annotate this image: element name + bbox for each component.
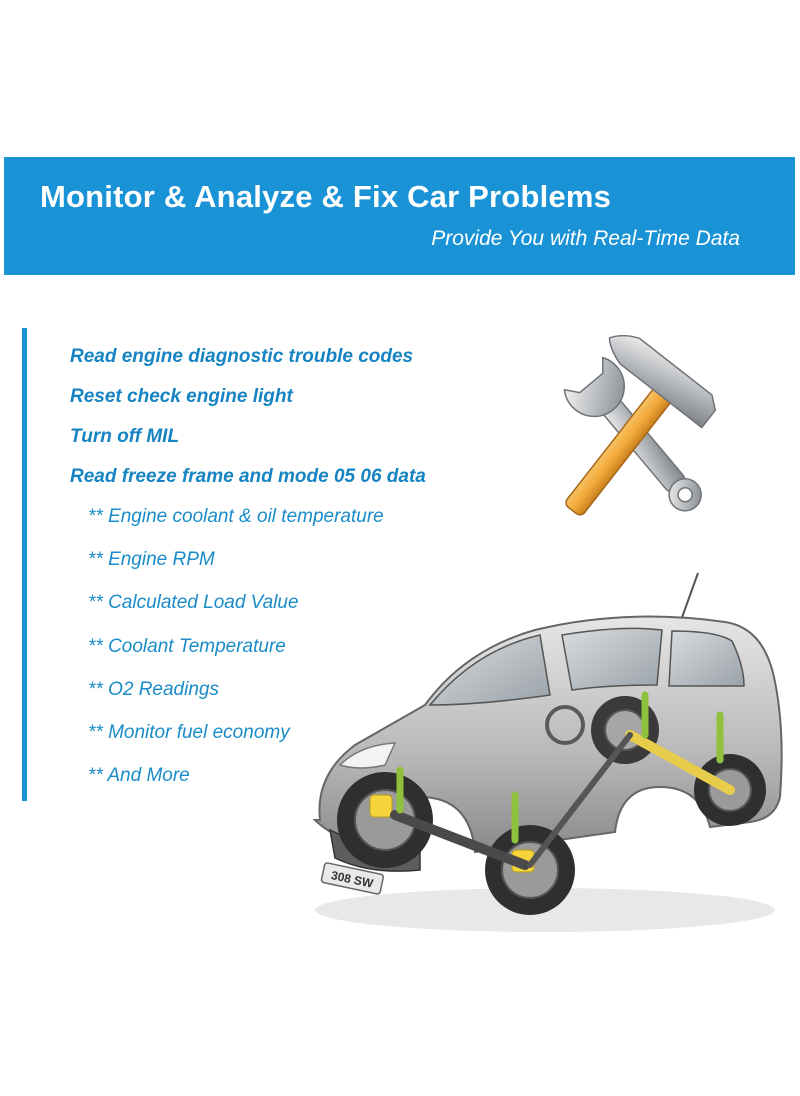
feature-item: Read engine diagnostic trouble codes — [70, 346, 414, 367]
subfeature-item: ** Coolant Temperature — [88, 635, 286, 657]
subfeature-item: ** Monitor fuel economy — [88, 721, 290, 743]
car-chassis-icon: 308 SW — [312, 572, 783, 932]
banner-title: Monitor & Analyze & Fix Car Problems — [40, 179, 612, 214]
subfeature-item: ** Calculated Load Value — [88, 592, 299, 614]
feature-item: Turn off MIL — [70, 426, 180, 447]
subfeature-item: ** O2 Readings — [88, 678, 219, 700]
subfeature-item: ** And More — [88, 765, 190, 787]
subfeature-item: ** Engine RPM — [88, 549, 215, 571]
subfeature-item: ** Engine coolant & oil temperature — [88, 506, 384, 527]
hammer-wrench-icon — [563, 335, 717, 516]
feature-item: Reset check engine light — [70, 386, 293, 407]
header-banner: Monitor & Analyze & Fix Car Problems Pro… — [4, 157, 795, 275]
feature-list: Read engine diagnostic trouble codes Res… — [70, 343, 426, 503]
banner-subtitle: Provide You with Real-Time Data — [431, 227, 740, 250]
accent-bar — [22, 328, 27, 801]
feature-item: Read freeze frame and mode 05 06 data — [70, 466, 426, 487]
subfeature-list: ** Engine coolant & oil temperature ** E… — [88, 503, 384, 805]
